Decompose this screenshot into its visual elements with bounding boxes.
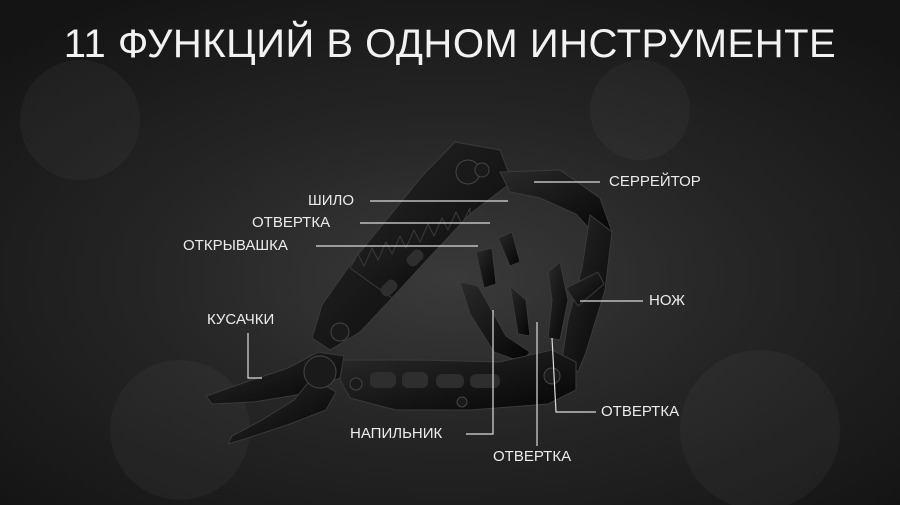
label-shilo: ШИЛО: [308, 192, 355, 209]
label-otvertka-right: ОТВЕРТКА: [601, 403, 680, 420]
label-otkryvashka: ОТКРЫВАШКА: [183, 237, 288, 254]
label-serreytor: СЕРРЕЙТОР: [609, 173, 701, 190]
label-otvertka-upper: ОТВЕРТКА: [252, 214, 331, 231]
label-nozh: НОЖ: [649, 292, 686, 309]
label-kusachki: КУСАЧКИ: [207, 311, 275, 328]
label-napilnik: НАПИЛЬНИК: [350, 425, 443, 442]
label-otvertka-bottom: ОТВЕРТКА: [493, 448, 572, 465]
page-title: 11 ФУНКЦИЙ В ОДНОМ ИНСТРУМЕНТЕ: [63, 22, 837, 66]
